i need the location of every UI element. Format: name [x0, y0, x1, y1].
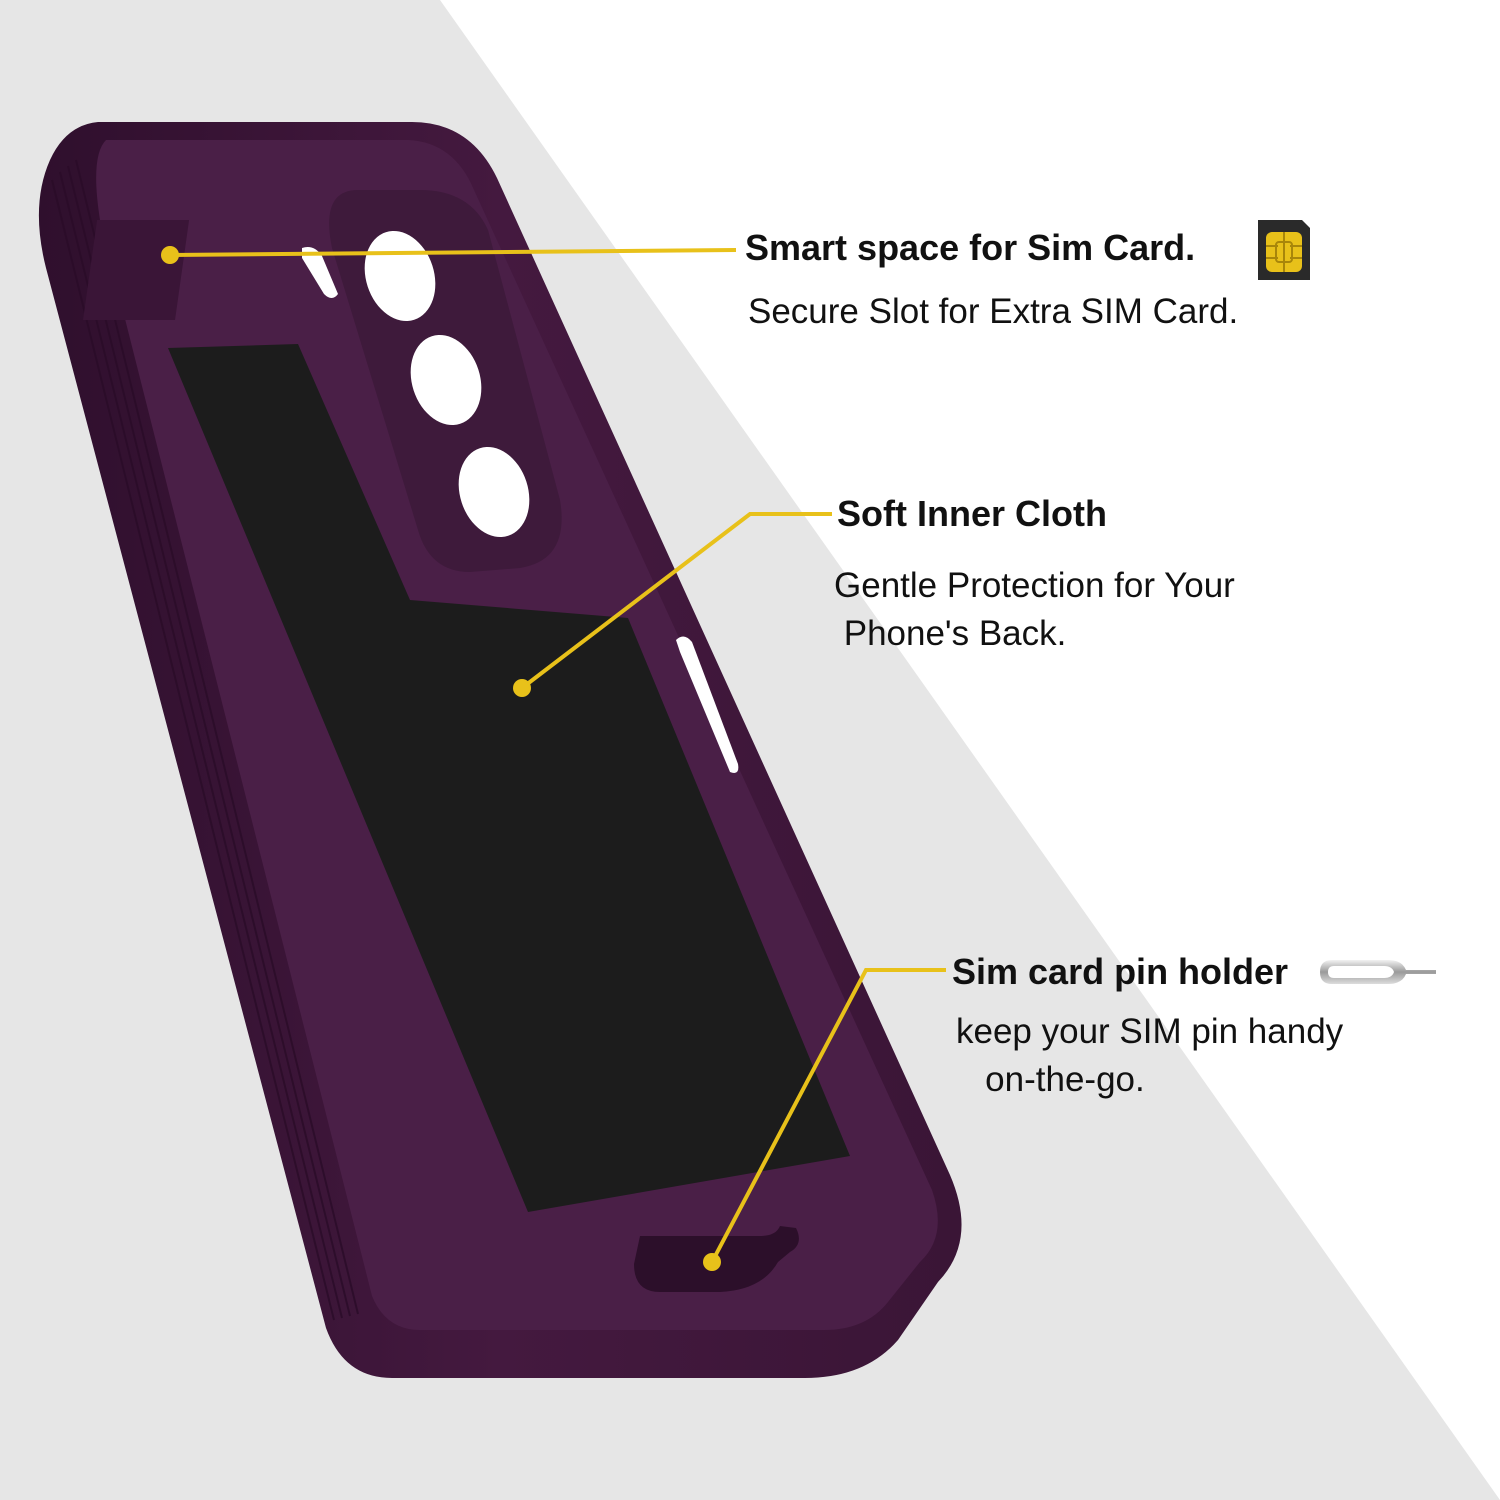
inner-cloth-description-line-1: Gentle Protection for Your: [834, 566, 1235, 605]
side-button-cutout: [676, 636, 739, 773]
dot-pin-holder: [703, 1253, 721, 1271]
callout-dots: [161, 246, 721, 1271]
inner-cloth-lining: [168, 344, 850, 1212]
pin-holder-title: Sim card pin holder: [952, 951, 1289, 992]
pin-holder-description-line-2: on-the-go.: [956, 1060, 1145, 1099]
callout-leaders: [169, 248, 946, 1263]
camera-lens-hole-2: [410, 335, 482, 425]
leader-line-sim-card: [169, 248, 737, 257]
sim-card-description: Secure Slot for Extra SIM Card.: [748, 292, 1239, 331]
sim-card-title: Smart space for Sim Card.: [745, 227, 1196, 268]
flash-hole: [302, 247, 338, 298]
sim-eject-pin-icon: [1320, 960, 1436, 984]
sim-card-icon: [1258, 220, 1310, 280]
inner-cloth-description-line-2: Phone's Back.: [834, 614, 1067, 653]
case-edge-ribs: [51, 159, 359, 1321]
inner-cloth-title: Soft Inner Cloth: [837, 493, 1107, 534]
phone-case: [38, 122, 962, 1378]
dot-inner-cloth: [513, 679, 531, 697]
leader-line-pin-holder: [710, 968, 946, 1263]
sim-card-slot: [83, 220, 190, 320]
camera-lens-hole-3: [458, 447, 530, 537]
pin-holder-description-line-1: keep your SIM pin handy: [956, 1012, 1344, 1051]
dot-sim-card: [161, 246, 179, 264]
leader-line-inner-cloth: [520, 512, 832, 690]
